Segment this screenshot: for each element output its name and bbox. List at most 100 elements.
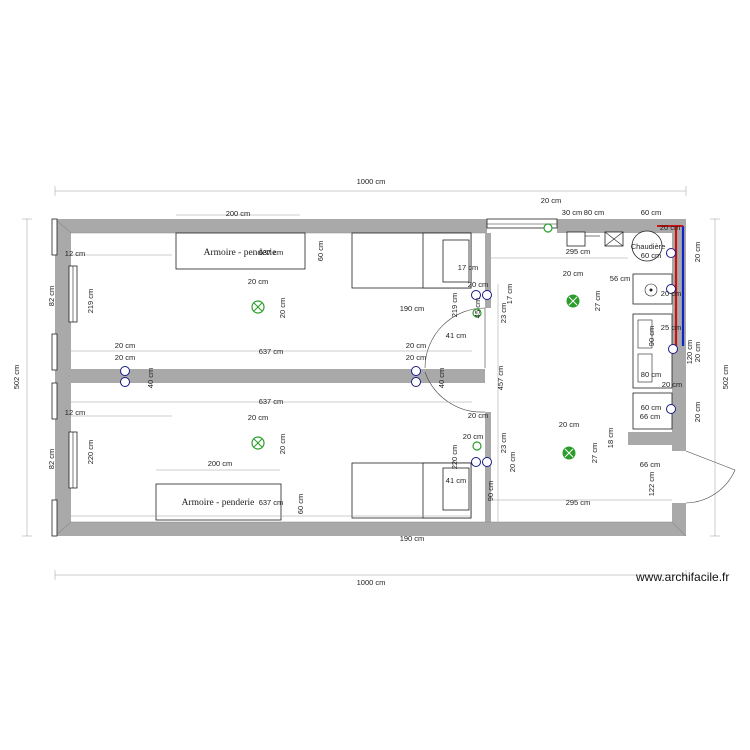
sockets xyxy=(120,248,678,467)
dim-hall-17-b: 17 cm xyxy=(505,284,514,304)
dim-bed-top-length: 190 cm xyxy=(400,304,425,313)
dim-left-wall-top: 12 cm xyxy=(65,249,85,258)
dim-hall-20-d: 20 cm xyxy=(508,452,517,472)
dim-hall-door-bottom: 41 cm xyxy=(446,476,466,485)
dim-hall-219: 219 cm xyxy=(450,293,459,318)
socket-icon xyxy=(666,404,676,414)
window-icon xyxy=(51,382,58,420)
socket-icon xyxy=(482,290,492,300)
wardrobe-top xyxy=(175,232,306,270)
dim-hall-45: 45 cm xyxy=(473,298,482,318)
overall-height-right: 502 cm xyxy=(721,365,730,390)
dim-kitchen-width-bottom: 295 cm xyxy=(566,498,591,507)
socket-icon xyxy=(471,457,481,467)
overall-height-left: 502 cm xyxy=(12,365,21,390)
window-icon xyxy=(51,499,58,537)
dim-socket-b1: 20 cm xyxy=(406,341,426,350)
dim-partition-b: 637 cm xyxy=(259,397,284,406)
dim-boiler: 20 cm xyxy=(660,223,680,232)
dim-wardrobe-bottom-depth: 60 cm xyxy=(296,494,305,514)
dim-kitchen-25: 25 cm xyxy=(661,323,681,332)
dim-kitchen-120: 120 cm xyxy=(685,340,694,365)
window-icon xyxy=(51,218,58,256)
light-fixture-icon xyxy=(543,223,553,233)
socket-icon xyxy=(120,366,130,376)
sink-icon xyxy=(632,313,673,389)
dim-kitchen-27-top: 27 cm xyxy=(593,291,602,311)
interior-dimension-labels: 200 cm 60 cm 637 cm 637 cm 637 cm 200 cm… xyxy=(47,196,702,543)
dim-hall-20-c: 20 cm xyxy=(463,432,483,441)
window-icon xyxy=(51,333,58,371)
hob-icon xyxy=(632,273,673,305)
dim-hall-23-a: 23 cm xyxy=(499,303,508,323)
interior-dimension-lines xyxy=(71,214,672,522)
dim-kitchen-27-bottom: 27 cm xyxy=(590,443,599,463)
socket-icon xyxy=(120,377,130,387)
watermark: www.archifacile.fr xyxy=(636,570,730,584)
dim-hall-20-b: 20 cm xyxy=(468,411,488,420)
dim-kitchen-20-f: 20 cm xyxy=(662,380,682,389)
overall-width-bottom: 1000 cm xyxy=(357,578,386,587)
dim-opening-d: 60 cm xyxy=(641,208,661,217)
window-icon xyxy=(486,218,558,229)
dim-opening-c: 80 cm xyxy=(584,208,604,217)
dim-hall-20-a: 20 cm xyxy=(468,280,488,289)
dim-kitchen-80: 80 cm xyxy=(641,370,661,379)
dim-light-bottom-b: 20 cm xyxy=(278,434,287,454)
socket-icon xyxy=(471,290,481,300)
dim-kitchen-66-a: 66 cm xyxy=(640,412,660,421)
dim-kitchen-18: 18 cm xyxy=(606,428,615,448)
windows xyxy=(51,218,558,537)
dim-kitchen-width-top: 295 cm xyxy=(566,247,591,256)
dim-bottom-room-width: 637 cm xyxy=(259,498,284,507)
door-swing-icon xyxy=(685,450,736,504)
dim-kitchen-20-a: 20 cm xyxy=(563,269,583,278)
dim-bottom-room-height: 220 cm xyxy=(86,440,95,465)
dim-kitchen-20-b: 20 cm xyxy=(559,420,579,429)
dim-left-wall-bottom: 12 cm xyxy=(65,408,85,417)
dim-socket-a3: 40 cm xyxy=(146,368,155,388)
light-fixture-icon xyxy=(251,300,265,314)
light-fixture-icon xyxy=(472,441,482,451)
wardrobe-bottom-label: Armoire - penderie xyxy=(182,498,255,508)
dim-kitchen-20-c: 20 cm xyxy=(693,242,702,262)
socket-icon xyxy=(666,248,676,258)
light-fixture-icon xyxy=(472,308,482,318)
dim-hall-door-top: 41 cm xyxy=(446,331,466,340)
walls xyxy=(54,218,687,537)
dim-socket-b2: 20 cm xyxy=(406,353,426,362)
dim-light-top-a: 20 cm xyxy=(248,277,268,286)
dim-kitchen-30: 20 cm xyxy=(661,289,681,298)
dim-bed-bottom-length: 190 cm xyxy=(400,534,425,543)
light-fixture-icon xyxy=(251,436,265,450)
dim-kitchen-60: 60 cm xyxy=(641,251,661,260)
dim-wardrobe-top-depth: 60 cm xyxy=(316,241,325,261)
light-fixture-icon xyxy=(566,294,580,308)
socket-icon xyxy=(666,284,676,294)
dim-kitchen-90: 90 cm xyxy=(647,326,656,346)
dim-hall-height: 457 cm xyxy=(496,366,505,391)
dim-partition-a: 637 cm xyxy=(259,347,284,356)
socket-icon xyxy=(411,366,421,376)
socket-icon xyxy=(668,344,678,354)
boiler-icon xyxy=(631,230,663,262)
dim-kitchen-66-b: 66 cm xyxy=(640,460,660,469)
dim-hall-17-a: 17 cm xyxy=(458,263,478,272)
overall-dimensions: 1000 cm 1000 cm 502 cm 502 cm xyxy=(12,177,730,587)
dim-light-bottom-a: 20 cm xyxy=(248,413,268,422)
socket-icon xyxy=(411,377,421,387)
dim-hall-23-b: 23 cm xyxy=(499,433,508,453)
dim-socket-a1: 20 cm xyxy=(115,341,135,350)
doors xyxy=(424,307,736,504)
dim-window-bottom-left: 82 cm xyxy=(47,449,56,469)
dim-kitchen-56: 56 cm xyxy=(610,274,630,283)
dim-kitchen-122: 122 cm xyxy=(647,472,656,497)
dim-kitchen-20-e: 20 cm xyxy=(693,402,702,422)
wardrobe-top-label: Armoire - penderie xyxy=(204,248,277,258)
socket-icon xyxy=(482,457,492,467)
dim-window-top-left: 82 cm xyxy=(47,286,56,306)
light-fixture-icon xyxy=(562,446,576,460)
dim-top-room-height: 219 cm xyxy=(86,289,95,314)
dim-top-room-width: 637 cm xyxy=(259,248,284,257)
dim-opening-b: 30 cm xyxy=(562,208,582,217)
